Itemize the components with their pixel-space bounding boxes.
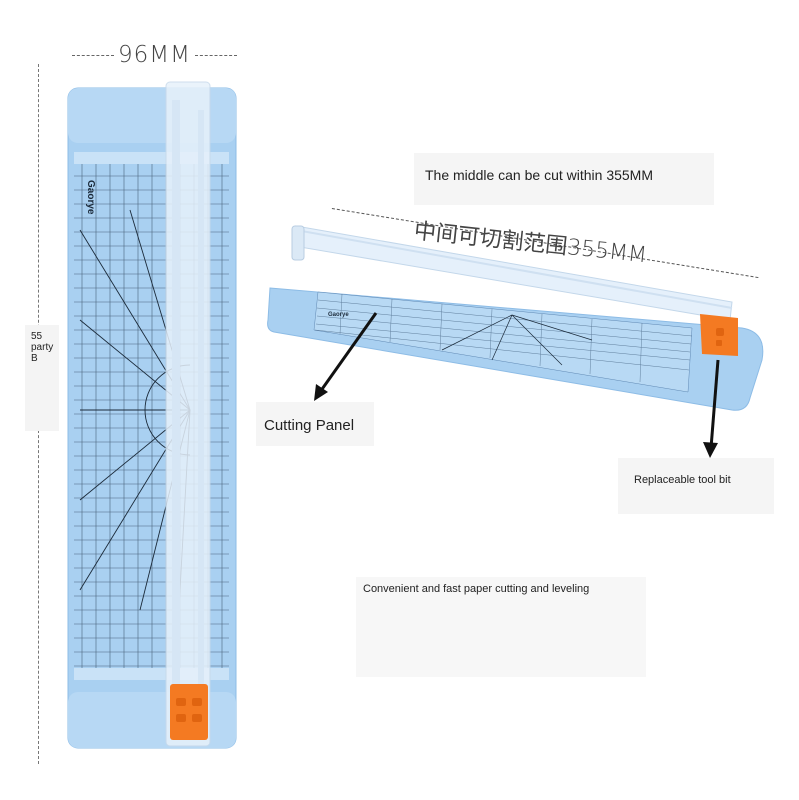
dimension-dash-right (194, 54, 237, 56)
brand-logo: Gaorye (85, 180, 96, 215)
convenient-caption: Convenient and fast paper cutting and le… (356, 577, 646, 677)
width-dimension: 96MM (72, 38, 237, 72)
tool-bit-caption: Replaceable tool bit (618, 458, 774, 514)
vertical-paper-trimmer: Gaorye (67, 81, 237, 749)
carriage-button (716, 340, 722, 346)
bit-arrow-head (703, 442, 718, 458)
blade-carriage (170, 684, 208, 740)
carriage-button (192, 698, 202, 706)
dimension-dash-left (72, 54, 115, 56)
angle-guide-lines (441, 314, 593, 366)
side-label: 55 party B (25, 325, 59, 431)
side-label-text: 55 party B (31, 331, 54, 364)
rail-end-cap (291, 225, 305, 261)
trimmer-bottom-cap (68, 692, 236, 748)
rail-track-left (172, 100, 180, 720)
horizontal-paper-trimmer: Gaorye (267, 225, 764, 411)
rail-track-right (198, 110, 204, 710)
carriage-button (716, 328, 724, 336)
carriage-button (192, 714, 202, 722)
middle-cut-caption: The middle can be cut within 355MM (414, 153, 714, 205)
carriage-button (176, 698, 186, 706)
rail-track (295, 229, 733, 309)
carriage-button (176, 714, 186, 722)
cutting-panel-caption: Cutting Panel (256, 402, 374, 446)
width-label: 96MM (118, 42, 191, 68)
brand-logo: Gaorye (328, 312, 349, 318)
trimmer-top-cap (68, 88, 236, 143)
